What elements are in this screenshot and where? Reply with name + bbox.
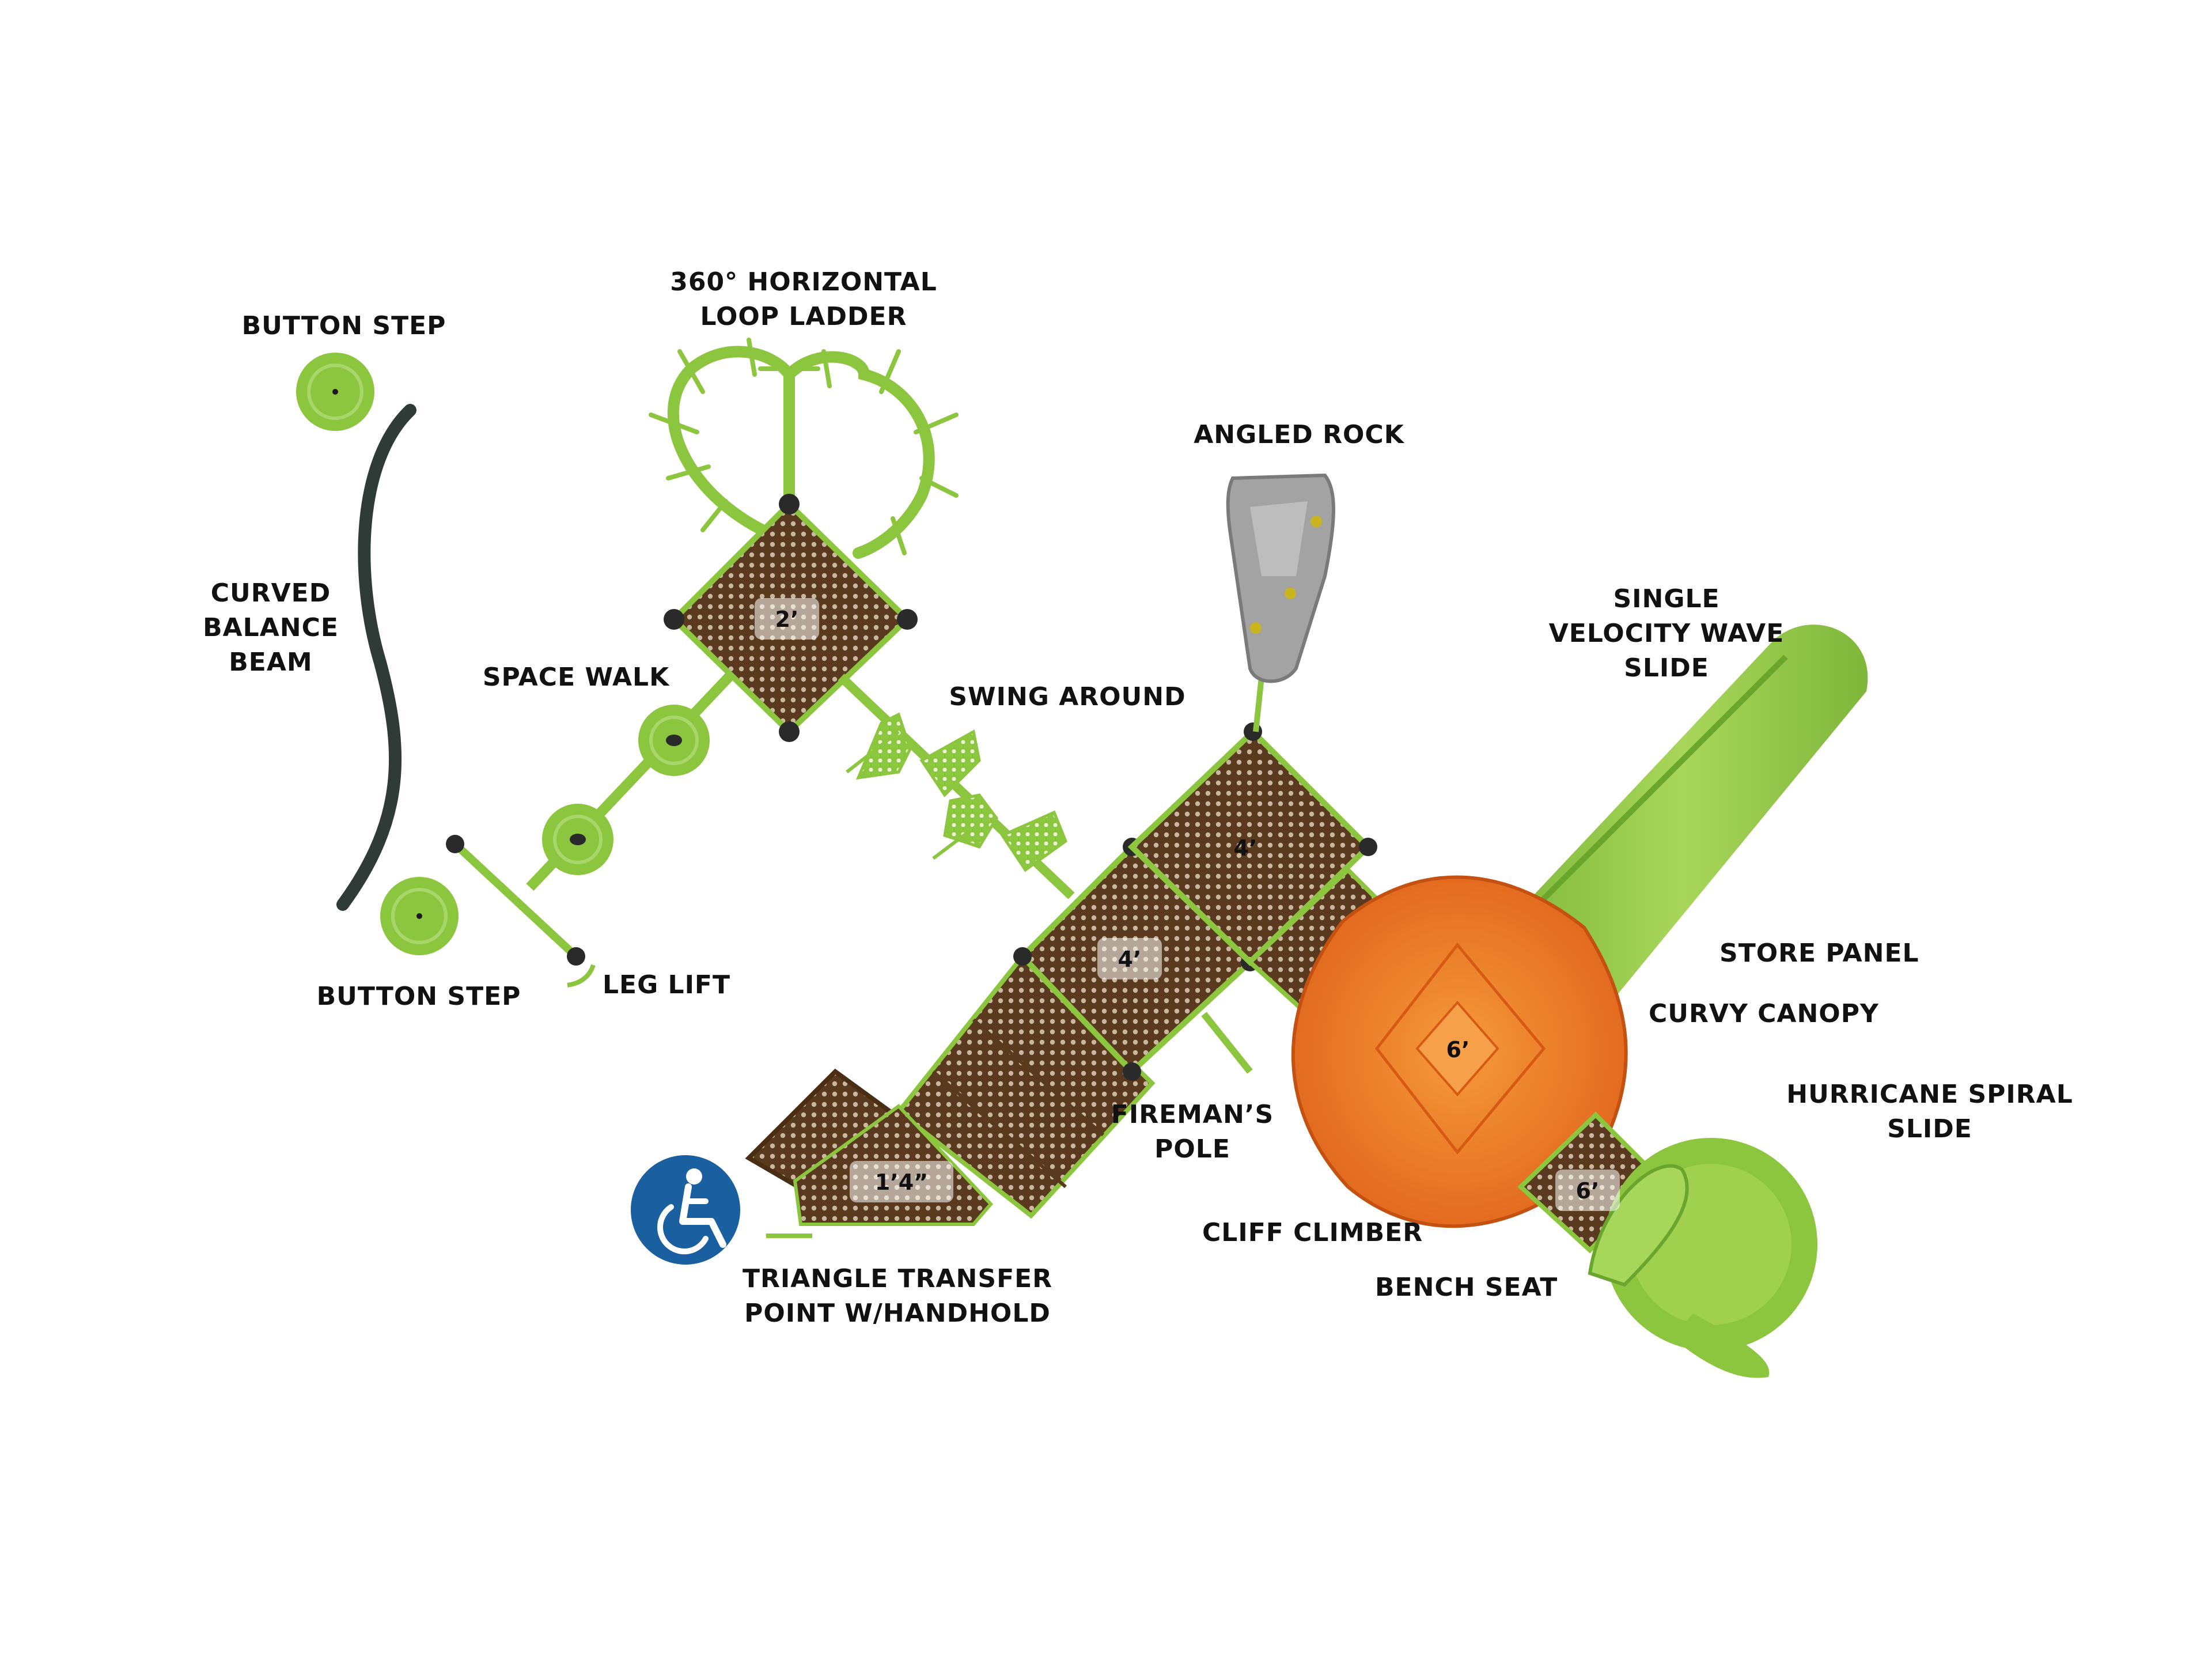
label-button-step-bottom: BUTTON STEP <box>317 979 521 1014</box>
height-transfer: 1’4” <box>875 1170 928 1195</box>
label-line: BENCH SEAT <box>1375 1273 1558 1302</box>
label-wave-slide: SINGLE VELOCITY WAVE SLIDE <box>1549 582 1785 686</box>
leg-lift <box>446 835 596 987</box>
height-deck-middle: 4’ <box>1118 947 1142 972</box>
label-line: POINT W/HANDHOLD <box>744 1299 1051 1328</box>
button-step-top <box>296 353 374 431</box>
height-badges: 2’ 4’ 4’ 6’ 6’ 1’4” <box>755 598 1620 1211</box>
label-line: LEG LIFT <box>603 970 731 1000</box>
loop-ladder <box>649 338 959 559</box>
label-angled-rock: ANGLED ROCK <box>1194 418 1404 452</box>
space-walk <box>526 670 736 891</box>
label-curvy-canopy: CURVY CANOPY <box>1649 997 1879 1031</box>
label-line: TRIANGLE TRANSFER <box>742 1264 1053 1293</box>
label-line: HURRICANE SPIRAL <box>1786 1080 2073 1109</box>
label-line: CURVED <box>210 578 331 608</box>
label-button-step-top: BUTTON STEP <box>242 309 446 343</box>
label-line: BUTTON STEP <box>241 311 446 340</box>
button-step-bottom <box>380 877 459 955</box>
label-line: SINGLE <box>1613 584 1720 614</box>
swing-around <box>838 674 1075 899</box>
label-line: CLIFF CLIMBER <box>1202 1218 1423 1247</box>
label-line: BEAM <box>229 648 313 677</box>
height-deck-canopy: 6’ <box>1446 1037 1470 1062</box>
label-line: FIREMAN’S <box>1111 1100 1274 1129</box>
label-swing-around: SWING AROUND <box>949 680 1185 714</box>
label-line: BUTTON STEP <box>316 982 521 1011</box>
label-line: 360° HORIZONTAL <box>670 267 937 297</box>
wave-slide <box>1498 625 1868 1014</box>
height-deck-small: 2’ <box>775 607 799 632</box>
label-space-walk: SPACE WALK <box>483 660 669 695</box>
label-curved-balance-beam: CURVED BALANCE BEAM <box>203 576 339 680</box>
label-line: SPACE WALK <box>482 663 670 692</box>
label-line: STORE PANEL <box>1719 939 1919 968</box>
label-firemans-pole: FIREMAN’S POLE <box>1111 1098 1274 1167</box>
curved-balance-beam <box>336 404 416 911</box>
label-line: SLIDE <box>1887 1114 1972 1144</box>
height-deck-lower: 6’ <box>1576 1178 1600 1204</box>
wheelchair-accessibility-icon <box>631 1155 740 1265</box>
label-bench-seat: BENCH SEAT <box>1375 1270 1558 1305</box>
label-line: SLIDE <box>1624 653 1709 683</box>
label-transfer-point: TRIANGLE TRANSFER POINT W/HANDHOLD <box>743 1262 1052 1331</box>
angled-rock <box>1226 473 1335 732</box>
label-line: VELOCITY WAVE <box>1548 619 1785 648</box>
firemans-pole <box>1201 1012 1253 1074</box>
label-loop-ladder: 360° HORIZONTAL LOOP LADDER <box>670 265 937 334</box>
label-store-panel: STORE PANEL <box>1719 936 1919 971</box>
label-line: BALANCE <box>203 613 339 642</box>
label-line: LOOP LADDER <box>700 302 907 331</box>
label-spiral-slide: HURRICANE SPIRAL SLIDE <box>1786 1077 2073 1147</box>
label-leg-lift: LEG LIFT <box>603 968 730 1002</box>
label-line: ANGLED ROCK <box>1194 420 1404 449</box>
label-line: POLE <box>1154 1134 1230 1164</box>
height-deck-upper: 4’ <box>1234 835 1257 861</box>
label-line: SWING AROUND <box>949 682 1186 712</box>
label-cliff-climber: CLIFF CLIMBER <box>1202 1216 1423 1250</box>
label-line: CURVY CANOPY <box>1649 999 1879 1028</box>
spiral-slide <box>1588 1138 1817 1378</box>
